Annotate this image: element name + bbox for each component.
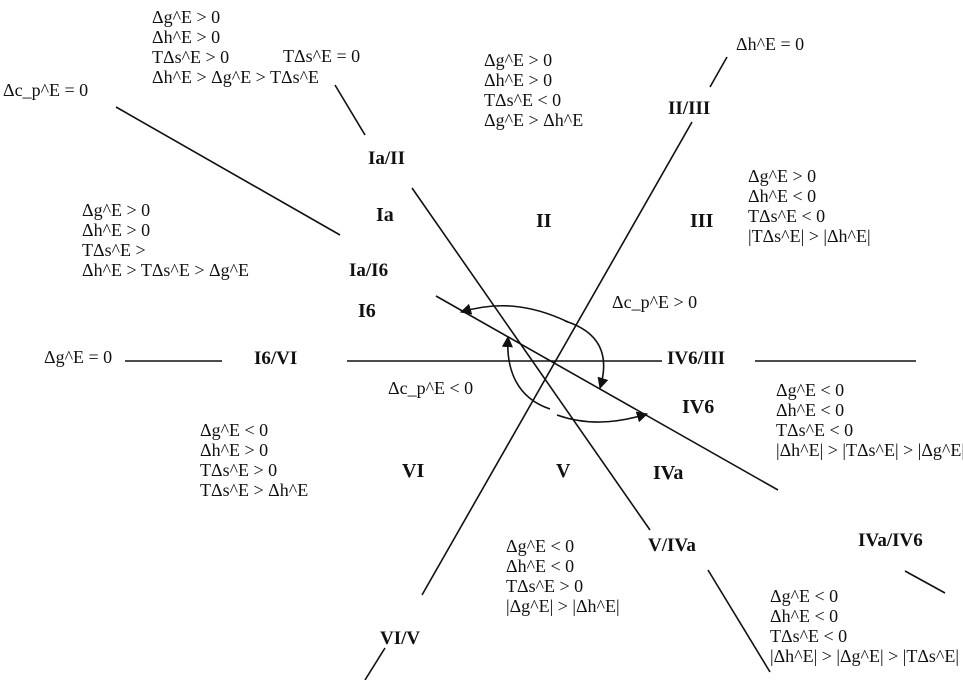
region-iii: III — [690, 210, 714, 232]
condition-line: Δh^E > 0 — [152, 27, 221, 47]
conditions-right-middle: Δg^E < 0 Δh^E < 0 TΔs^E < 0 |Δh^E| > |TΔ… — [776, 380, 963, 460]
condition-line: Δg^E > 0 — [152, 7, 221, 27]
region-vi: VI — [402, 460, 425, 482]
heat-capacity-positive: Δc_p^E > 0 — [612, 292, 698, 312]
condition-line: Δh^E < 0 — [770, 606, 839, 626]
region-ia: Ia — [376, 204, 394, 226]
heat-capacity-negative: Δc_p^E < 0 — [388, 378, 474, 398]
condition-line: Δg^E < 0 — [506, 536, 575, 556]
condition-line: TΔs^E > 0 — [506, 576, 584, 596]
ts-zero-line-end — [707, 569, 771, 673]
boundary-iv6-iii: IV6/III — [667, 348, 726, 369]
boundary-iva-iv6: IVa/IV6 — [858, 530, 923, 551]
region-iva: IVa — [653, 462, 684, 484]
conditions-top-middle: Δg^E > 0 Δh^E > 0 TΔs^E < 0 Δg^E > Δh^E — [484, 50, 583, 130]
condition-line: Δg^E < 0 — [200, 420, 269, 440]
condition-line: Δh^E < 0 — [748, 186, 817, 206]
condition-line: Δg^E > 0 — [82, 200, 151, 220]
condition-line: |Δg^E| > |Δh^E| — [506, 596, 620, 616]
boundary-v-iva: V/IVa — [648, 535, 696, 556]
condition-line: TΔs^E > Δh^E — [200, 480, 309, 500]
condition-line: Δh^E > 0 — [200, 440, 269, 460]
conditions-right-upper: Δg^E > 0 Δh^E < 0 TΔs^E < 0 |TΔs^E| > |Δ… — [748, 166, 871, 246]
boundary-i6-vi: I6/VI — [254, 348, 298, 369]
boundary-ia-i6: Ia/I6 — [349, 260, 389, 281]
condition-line: TΔs^E < 0 — [484, 90, 562, 110]
condition-line: Δh^E > 0 — [82, 220, 151, 240]
condition-line: Δh^E > 0 — [484, 70, 553, 90]
region-v: V — [556, 460, 571, 482]
ts-zero-line — [334, 84, 366, 136]
condition-line: |TΔs^E| > |Δh^E| — [748, 226, 871, 246]
conditions-left-upper: Δg^E > 0 Δh^E > 0 TΔs^E > Δh^E > TΔs^E >… — [82, 200, 249, 280]
condition-line: Δh^E > TΔs^E > Δg^E — [82, 260, 250, 280]
conditions-left-lower: Δg^E < 0 Δh^E > 0 TΔs^E > 0 TΔs^E > Δh^E — [200, 420, 308, 500]
h-zero-line-end — [364, 647, 386, 680]
condition-line: Δg^E < 0 — [776, 380, 845, 400]
cp-zero-line-lower — [435, 295, 779, 491]
region-iv6: IV6 — [682, 396, 715, 418]
boundary-vi-v: VI/V — [380, 628, 421, 649]
condition-line: |Δh^E| > |Δg^E| > |TΔs^E| — [770, 646, 959, 666]
region-i6: I6 — [358, 300, 376, 322]
cp-zero-line — [115, 106, 341, 236]
conditions-bottom-right: Δg^E < 0 Δh^E < 0 TΔs^E < 0 |Δh^E| > |Δg… — [770, 586, 959, 666]
condition-line: TΔs^E > 0 — [152, 47, 230, 67]
cp-zero-line-end — [904, 570, 946, 594]
condition-line: TΔs^E < 0 — [748, 206, 826, 226]
condition-line: Δg^E < 0 — [770, 586, 839, 606]
ts-zero-label: TΔs^E = 0 — [283, 46, 361, 66]
curved-arrow-left — [501, 335, 551, 410]
cp-zero-label: Δc_p^E = 0 — [3, 80, 89, 100]
h-zero-line — [709, 56, 728, 88]
condition-line: Δg^E > Δh^E — [484, 110, 584, 130]
h-zero-line-lower — [421, 121, 693, 596]
curved-arrow-lower-right — [556, 411, 649, 423]
condition-line: Δh^E < 0 — [506, 556, 575, 576]
conditions-top-left: Δg^E > 0 Δh^E > 0 TΔs^E > 0 Δh^E > Δg^E … — [152, 7, 319, 87]
region-ii: II — [536, 210, 552, 232]
curved-arrow-upper-left — [459, 303, 569, 323]
conditions-bottom-middle: Δg^E < 0 Δh^E < 0 TΔs^E > 0 |Δg^E| > |Δh… — [506, 536, 620, 616]
condition-line: TΔs^E > 0 — [200, 460, 278, 480]
condition-line: TΔs^E < 0 — [776, 420, 854, 440]
condition-line: Δh^E > Δg^E > TΔs^E — [152, 67, 320, 87]
condition-line: Δg^E > 0 — [748, 166, 817, 186]
condition-line: TΔs^E > — [82, 240, 146, 260]
condition-line: Δh^E < 0 — [776, 400, 845, 420]
curved-arrow-right — [564, 320, 609, 390]
boundary-ii-iii: II/III — [668, 98, 711, 119]
h-zero-label: Δh^E = 0 — [736, 34, 805, 54]
condition-line: TΔs^E < 0 — [770, 626, 848, 646]
g-zero-label: Δg^E = 0 — [44, 347, 113, 367]
boundary-ia-ii: Ia/II — [368, 148, 405, 169]
ts-zero-line-lower — [411, 187, 651, 531]
condition-line: Δg^E > 0 — [484, 50, 553, 70]
condition-line: |Δh^E| > |TΔs^E| > |Δg^E| — [776, 440, 963, 460]
